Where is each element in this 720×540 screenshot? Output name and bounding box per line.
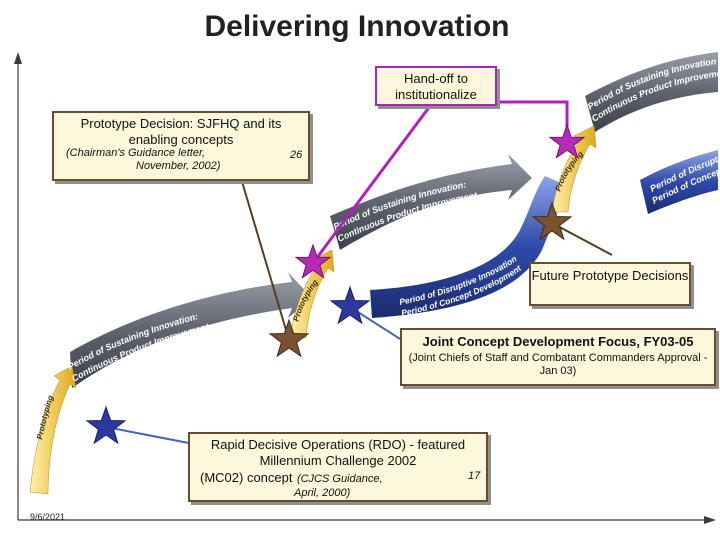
rdo-sub-2: April, 2000) xyxy=(294,487,351,500)
slide-date: 9/6/2021 xyxy=(30,512,66,522)
joint-concept-main: Joint Concept Development Focus, FY03-05 xyxy=(422,334,694,349)
handoff-text: Hand-off to institutionalize xyxy=(395,71,477,102)
future-prototype-leader xyxy=(551,222,613,256)
rdo-sub-1: (CJCS Guidance, xyxy=(296,473,383,486)
rdo-callout: Rapid Decisive Operations (RDO) - featur… xyxy=(188,432,488,502)
prototype-decision-main: Prototype Decision: SJFHQ and its enabli… xyxy=(80,116,282,147)
star-brown-1 xyxy=(268,318,310,358)
rdo-line-3: (MC02) concept (CJCS Guidance, xyxy=(198,468,478,487)
y-axis-arrowhead xyxy=(14,52,22,64)
star-magenta-2 xyxy=(548,123,586,159)
joint-concept-sub: (Joint Chiefs of Staff and Combatant Com… xyxy=(408,351,708,377)
disruptive-arrow-2 xyxy=(640,150,718,214)
prototype-decision-number: 26 xyxy=(290,149,303,161)
handoff-leader-line xyxy=(433,100,569,140)
star-magenta-1 xyxy=(294,243,332,279)
prototyping-arrow-1 xyxy=(29,365,77,495)
prototyping-arrow-2 xyxy=(289,249,335,339)
joint-concept-callout: Joint Concept Development Focus, FY03-05… xyxy=(400,328,716,386)
prototype-decision-leader xyxy=(234,157,290,341)
x-axis-arrowhead xyxy=(704,516,716,524)
rdo-number: 17 xyxy=(468,470,481,482)
star-brown-2 xyxy=(531,201,573,241)
label-sustaining-1: Period of Sustaining Innovation: xyxy=(66,311,199,371)
prototype-decision-sub-1: (Chairman's Guidance letter, xyxy=(66,147,206,160)
rdo-main-2: (MC02) concept xyxy=(200,470,293,486)
handoff-leader-line-2 xyxy=(311,101,435,264)
star-blue-1 xyxy=(85,405,127,445)
rdo-main: Rapid Decisive Operations (RDO) - featur… xyxy=(210,437,466,468)
sustaining-arrow-1 xyxy=(70,272,312,388)
sustaining-arrow-3 xyxy=(585,52,718,132)
handoff-callout: Hand-off to institutionalize xyxy=(375,66,497,106)
prototype-decision-callout: Prototype Decision: SJFHQ and its enabli… xyxy=(52,111,310,181)
disruptive-arrow-1 xyxy=(370,176,568,318)
future-prototype-callout: Future Prototype Decisions xyxy=(529,262,691,306)
star-blue-2 xyxy=(329,285,371,325)
prototyping-arrow-3 xyxy=(551,125,597,213)
page-title: Delivering Innovation xyxy=(204,10,510,43)
prototype-decision-sub-2: November, 2002) xyxy=(136,160,221,173)
sustaining-arrow-2 xyxy=(330,154,532,250)
future-prototype-text: Future Prototype Decisions xyxy=(531,268,689,283)
